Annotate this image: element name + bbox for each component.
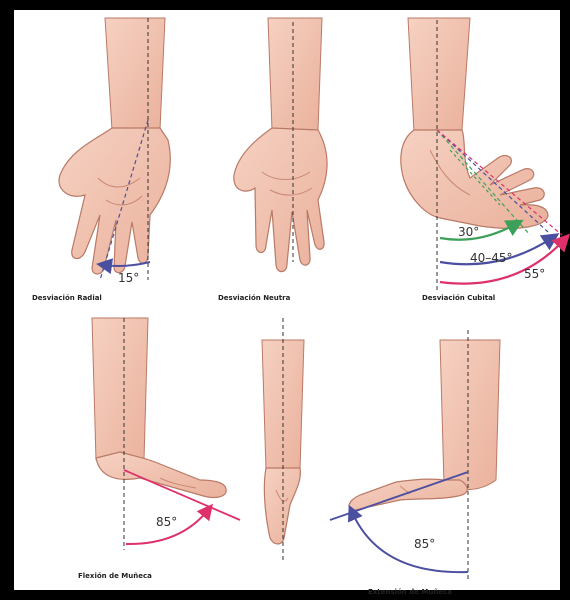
angle-label-45-cubital: 40–45°: [470, 251, 513, 265]
angle-label-55-cubital: 55°: [524, 267, 545, 281]
angle-label-30-cubital: 30°: [458, 225, 479, 239]
angle-label-flexion: 85°: [156, 515, 177, 529]
forearm-radial: [105, 18, 165, 130]
angle-label-radial: 15°: [118, 271, 139, 285]
hand-neutral: [234, 18, 327, 272]
forearm-extension: [440, 340, 500, 490]
arc-radial: [104, 262, 150, 266]
hand-straight: [264, 468, 300, 544]
arc-extension: [352, 512, 468, 572]
hand-wrist-flexion: [92, 318, 226, 497]
angle-label-extension: 85°: [414, 537, 435, 551]
caption-cubital: Desviación Cubital: [422, 294, 495, 302]
caption-radial: Desviación Radial: [32, 294, 102, 302]
hand-cubital-deviation: [401, 18, 548, 228]
caption-flexion: Flexión de Muñeca: [78, 572, 152, 580]
caption-extension: Extensión de Muñeca: [368, 588, 452, 596]
palm-cubital: [401, 130, 548, 228]
hand-radial-deviation: [59, 18, 170, 274]
forearm-cubital: [408, 18, 470, 132]
palm-neutral: [234, 128, 327, 272]
caption-neutral: Desviación Neutra: [218, 294, 291, 302]
forearm-neutral: [268, 18, 322, 130]
palm-radial: [59, 128, 170, 274]
hand-flexion: [96, 452, 226, 497]
hand-extension: [349, 479, 467, 510]
hand-wrist-extension: [349, 340, 500, 510]
forearm-flexion: [92, 318, 148, 467]
